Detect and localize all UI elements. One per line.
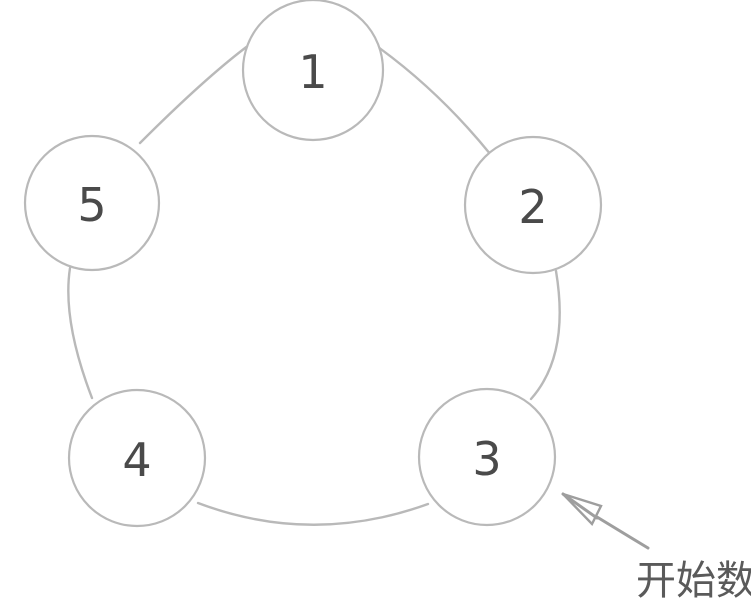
edge-group <box>67 43 561 526</box>
node-2-circle[interactable] <box>463 135 603 275</box>
node-1-label: 1 <box>298 45 327 99</box>
edge-3-to-4 <box>196 501 430 526</box>
node-2[interactable]: 2 <box>463 135 603 275</box>
node-3[interactable]: 3 <box>417 387 557 527</box>
node-5-label: 5 <box>77 178 106 232</box>
edge-1-to-2 <box>376 45 493 157</box>
node-1[interactable]: 1 <box>241 0 385 142</box>
node-4[interactable]: 4 <box>67 388 207 528</box>
node-5[interactable]: 5 <box>23 134 161 272</box>
node-2-label: 2 <box>518 180 547 234</box>
edge-4-to-5 <box>67 266 94 400</box>
node-group: 1 2 3 4 5 <box>23 0 603 528</box>
annotation-arrow-shaft <box>595 515 650 550</box>
edge-5-to-1 <box>138 43 251 145</box>
start-pointer-annotation <box>561 492 650 550</box>
node-3-circle[interactable] <box>417 387 557 527</box>
node-5-circle[interactable] <box>23 134 161 272</box>
node-4-label: 4 <box>122 433 151 487</box>
node-1-circle[interactable] <box>241 0 385 142</box>
node-3-label: 3 <box>472 432 501 486</box>
annotation-label: 开始数 <box>636 558 751 603</box>
node-4-circle[interactable] <box>67 388 207 528</box>
annotation-arrow-head-spine <box>561 492 599 520</box>
edge-2-to-3 <box>529 269 561 401</box>
